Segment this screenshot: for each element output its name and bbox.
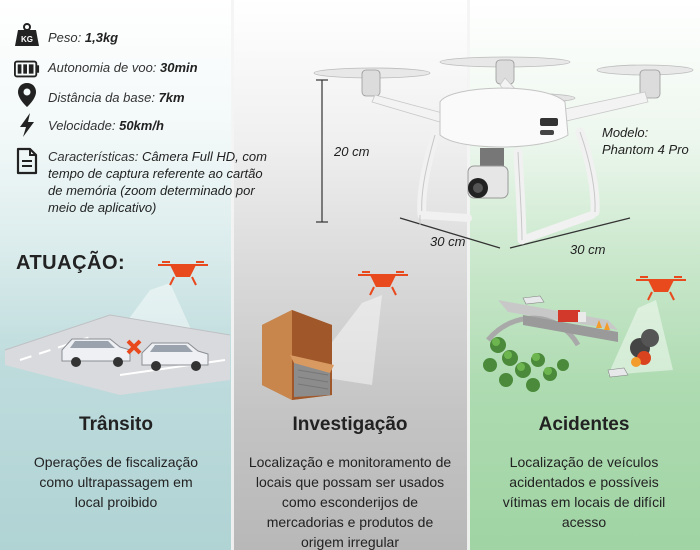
spec-speed-text: Velocidade: 50km/h xyxy=(48,118,164,133)
transito-scene xyxy=(4,261,231,395)
spec-features xyxy=(14,147,40,175)
spec-weight: KG xyxy=(14,22,40,48)
spec-distance-text: Distância da base: 7km xyxy=(48,90,185,105)
panel-divider xyxy=(467,0,470,550)
spec-autonomy-text: Autonomia de voo: 30min xyxy=(48,60,198,75)
drone-model: Modelo: Phantom 4 Pro xyxy=(602,125,689,157)
drone-depth-label: 30 cm xyxy=(570,242,606,257)
panel-divider xyxy=(231,0,234,550)
lightning-icon xyxy=(14,112,40,138)
transito-panel xyxy=(0,0,232,550)
acidentes-title: Acidentes xyxy=(538,414,630,435)
spec-autonomy xyxy=(14,56,40,82)
atuacao-heading: ATUAÇÃO: xyxy=(16,252,126,274)
spec-features-text: Características: Câmera Full HD, com tem… xyxy=(48,149,267,215)
document-icon xyxy=(14,147,40,175)
acidentes-description: Localização de veículos acidentados e po… xyxy=(502,454,666,530)
spec-distance xyxy=(14,82,40,108)
mini-drone-icon xyxy=(158,261,208,286)
transito-description: Operações de fiscalização como ultrapass… xyxy=(33,454,199,510)
investigacao-title: Investigação xyxy=(292,414,408,435)
drone-illustration xyxy=(313,56,694,249)
transito-title: Trânsito xyxy=(79,414,153,435)
mini-drone-icon xyxy=(358,271,408,296)
investigacao-panel xyxy=(232,0,468,550)
weight-icon: KG xyxy=(14,22,40,48)
investigacao-description: Localização e monitoramento de locais qu… xyxy=(248,454,452,550)
spec-speed xyxy=(14,112,40,138)
drone-height-label: 20 cm xyxy=(334,144,370,159)
acidentes-scene xyxy=(483,276,686,392)
drone-width-label: 30 cm xyxy=(430,234,466,249)
location-pin-icon xyxy=(14,82,40,108)
investigacao-scene xyxy=(262,271,408,400)
svg-text:KG: KG xyxy=(21,35,33,44)
spec-weight-text: Peso: 1,3kg xyxy=(48,30,119,45)
battery-icon xyxy=(14,56,40,82)
mini-drone-icon xyxy=(636,276,686,301)
